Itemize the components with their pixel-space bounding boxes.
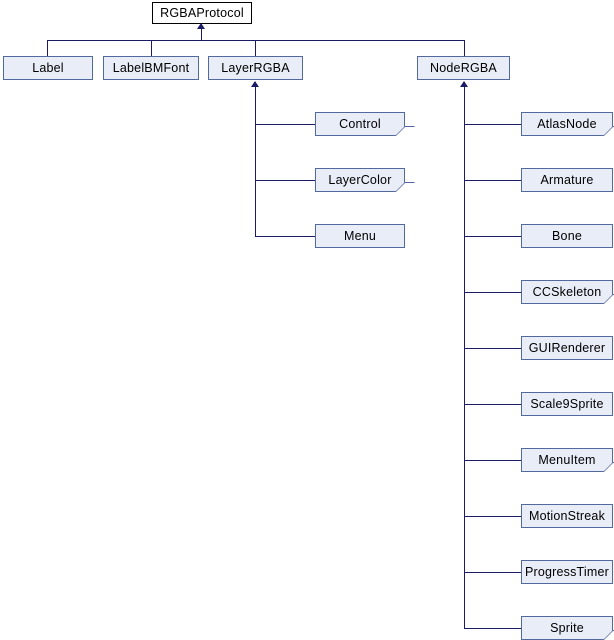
connector-branch-motionstreak — [464, 516, 521, 517]
node-label-text: Armature — [540, 172, 594, 187]
connector-branch-atlasnode — [464, 124, 521, 125]
node-label: RGBAProtocol — [160, 5, 244, 20]
connector-branch-guirenderer — [464, 348, 521, 349]
node-label-text: MotionStreak — [528, 508, 606, 523]
connector-branch-scale9sprite — [464, 404, 521, 405]
node-label-text: MenuItem — [538, 452, 596, 467]
connector-branch-layercolor — [255, 180, 315, 181]
node-label-text: Bone — [552, 228, 582, 243]
node-label-text: NodeRGBA — [430, 60, 497, 75]
connector-branch-ccskeleton — [464, 292, 521, 293]
node-menuitem[interactable]: MenuItem — [521, 448, 613, 472]
node-guirenderer[interactable]: GUIRenderer — [521, 336, 613, 360]
node-layerrgba[interactable]: LayerRGBA — [208, 56, 303, 80]
connector-bus-level1 — [47, 40, 465, 41]
node-label-text: Menu — [343, 228, 377, 243]
node-sprite[interactable]: Sprite — [521, 616, 613, 640]
node-label-text: ProgressTimer — [524, 564, 610, 579]
node-label-text: Control — [339, 116, 381, 131]
node-progresstimer[interactable]: ProgressTimer — [521, 560, 613, 584]
node-label-text: LabelBMFont — [112, 60, 190, 75]
connector-drop-label — [47, 40, 48, 56]
connector-trunk-noderbga — [464, 82, 465, 628]
connector-branch-menu — [255, 236, 315, 237]
connector-branch-sprite — [464, 628, 521, 629]
connector-drop-noderbga — [464, 40, 465, 56]
node-menu[interactable]: Menu — [315, 224, 405, 248]
connector-drop-layerrgba — [255, 40, 256, 56]
node-label-text: LayerColor — [328, 172, 392, 187]
node-label-text: GUIRenderer — [528, 340, 606, 355]
node-bone[interactable]: Bone — [521, 224, 613, 248]
node-label-text: Label — [32, 60, 64, 75]
connector-drop-labelbmfont — [151, 40, 152, 56]
node-rgbaprotocol[interactable]: RGBAProtocol — [152, 2, 252, 24]
connector-root-stub — [201, 24, 202, 40]
node-label-text: Sprite — [550, 620, 584, 635]
node-noderbga[interactable]: NodeRGBA — [417, 56, 510, 80]
node-layercolor[interactable]: LayerColor — [315, 168, 405, 192]
node-label-text: AtlasNode — [537, 116, 597, 131]
node-label-text: CCSkeleton — [532, 284, 602, 299]
connector-branch-control — [255, 124, 315, 125]
arrowhead-root — [197, 23, 205, 29]
node-label[interactable]: Label — [3, 56, 93, 80]
node-label-text: LayerRGBA — [221, 60, 290, 75]
node-ccskeleton[interactable]: CCSkeleton — [521, 280, 613, 304]
connector-branch-bone — [464, 236, 521, 237]
connector-branch-armature — [464, 180, 521, 181]
connector-trunk-layerrgba — [255, 82, 256, 236]
connector-branch-progresstimer — [464, 572, 521, 573]
node-labelbmfont[interactable]: LabelBMFont — [103, 56, 199, 80]
node-label-text: Scale9Sprite — [530, 396, 604, 411]
node-armature[interactable]: Armature — [521, 168, 613, 192]
node-scale9sprite[interactable]: Scale9Sprite — [521, 392, 613, 416]
node-atlasnode[interactable]: AtlasNode — [521, 112, 613, 136]
connector-branch-menuitem — [464, 460, 521, 461]
node-control[interactable]: Control — [315, 112, 405, 136]
node-motionstreak[interactable]: MotionStreak — [521, 504, 613, 528]
